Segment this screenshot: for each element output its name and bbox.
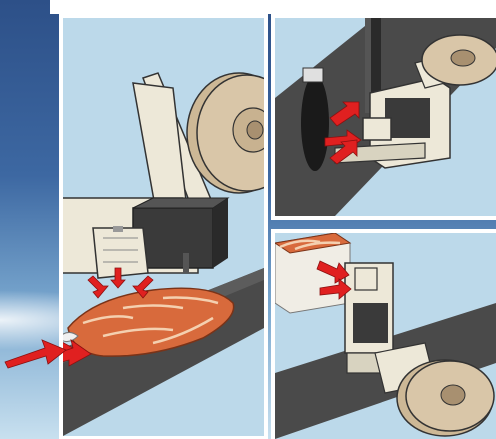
red-arrow-icon xyxy=(63,267,154,355)
bag-neck-illustration xyxy=(275,233,496,439)
panel-bag-neck xyxy=(275,233,496,439)
clip-reel-icon xyxy=(186,72,264,194)
panel-main-machine xyxy=(63,18,264,436)
clip-head xyxy=(92,227,149,279)
red-arrow-icon xyxy=(316,260,352,300)
panel-clip-forming xyxy=(275,18,496,216)
machine-illustration xyxy=(63,72,264,436)
clip-reel-icon xyxy=(374,342,495,437)
meat-bag-icon xyxy=(63,287,235,357)
frame-top-border xyxy=(50,0,496,14)
red-arrow-out xyxy=(63,339,92,367)
red-arrow-icon xyxy=(324,101,362,165)
clip-forming-illustration xyxy=(275,18,496,216)
clip-reel-icon xyxy=(414,34,496,89)
red-arrow-icon xyxy=(4,339,67,369)
